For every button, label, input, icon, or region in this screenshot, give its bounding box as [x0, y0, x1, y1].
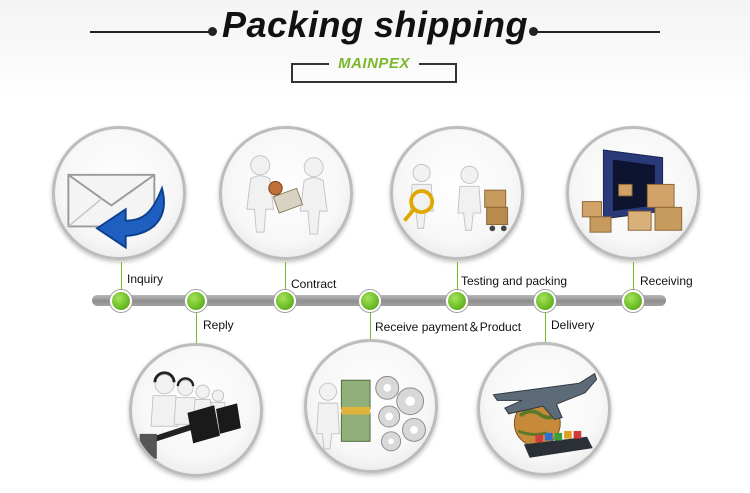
magnifier-testing-icon	[390, 126, 524, 260]
label-inquiry: Inquiry	[127, 272, 164, 286]
label-reply: Reply	[203, 318, 234, 332]
label-receive-payment: Receive payment＆Product	[375, 320, 522, 334]
label-receiving: Receiving	[640, 274, 693, 288]
node-reply	[185, 290, 207, 312]
stem-inquiry	[121, 262, 122, 296]
stem-testing-packing	[457, 262, 458, 296]
label-delivery: Delivery	[551, 318, 595, 332]
stem-delivery	[545, 305, 546, 343]
node-receive-payment	[359, 290, 381, 312]
title-dot-right	[529, 27, 538, 36]
label-testing-packing: Testing and packing	[461, 274, 568, 288]
brand-frame-top-left	[291, 63, 329, 65]
node-receiving	[622, 290, 644, 312]
stem-reply	[196, 305, 197, 343]
title-divider-right	[536, 31, 660, 33]
title-divider-left	[90, 31, 216, 33]
plane-globe-ship-icon	[477, 342, 611, 476]
handshake-contract-icon	[219, 126, 353, 260]
stem-contract	[285, 262, 286, 296]
title-dot-left	[208, 27, 217, 36]
page-title: Packing shipping	[221, 4, 529, 45]
node-contract	[274, 290, 296, 312]
stem-receiving	[633, 262, 634, 296]
container-receiving-icon	[566, 126, 700, 260]
node-delivery	[534, 290, 556, 312]
label-contract: Contract	[291, 277, 337, 291]
call-center-icon	[129, 343, 263, 477]
envelope-reply-icon	[52, 126, 186, 260]
node-testing-packing	[446, 290, 468, 312]
node-inquiry	[110, 290, 132, 312]
money-gears-icon	[304, 339, 438, 473]
brand-label: MAINPEX	[338, 55, 410, 72]
header-band	[0, 0, 750, 95]
stem-receive-payment	[370, 305, 371, 343]
brand-frame	[291, 63, 457, 83]
brand-frame-top-right	[419, 63, 457, 65]
